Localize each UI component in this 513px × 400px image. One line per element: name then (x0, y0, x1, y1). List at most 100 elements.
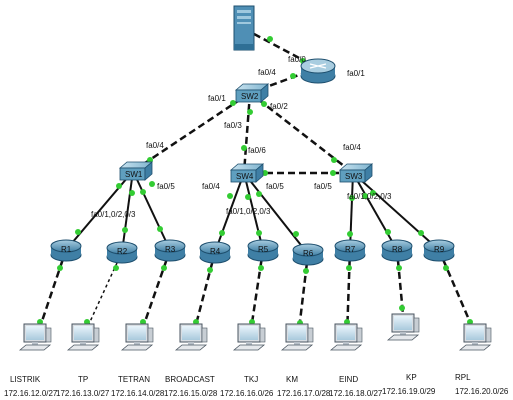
port-status-dot (303, 268, 309, 274)
pcs-layer: LISTRIK172.16.12.0/27TP172.16.13.0/27TET… (4, 313, 509, 398)
router-r6[interactable]: R6 (292, 243, 324, 266)
link-sw1-r2 (121, 170, 134, 253)
port-label: fa0/4 (146, 141, 164, 150)
pc-pc3[interactable]: TETRAN 172.16.14.0/28 (111, 323, 165, 398)
port-status-dot (418, 230, 424, 236)
router-r2[interactable]: R2 (106, 241, 138, 264)
router-label: R8 (392, 245, 403, 254)
link-sw4-r6 (243, 172, 309, 255)
switch-label: SW3 (345, 172, 363, 181)
port-status-dot (261, 101, 267, 107)
server-icon[interactable] (233, 5, 255, 51)
pc-name-label: TP (78, 375, 88, 384)
router-label: R7 (345, 245, 356, 254)
pc-network-label: 172.16.12.0/27 (4, 389, 58, 398)
port-status-dot (247, 109, 253, 115)
router-label: R6 (303, 249, 314, 258)
router-icon[interactable] (300, 58, 336, 84)
port-status-dot (399, 305, 405, 311)
port-status-dot (241, 145, 247, 151)
port-status-dot (293, 231, 299, 237)
port-label: fa0/5 (266, 182, 284, 191)
port-label: fa0/0 (288, 55, 306, 64)
pc-name-label: TETRAN (118, 375, 150, 384)
router-top (50, 239, 82, 253)
port-status-dot (219, 230, 225, 236)
pc-pc7[interactable]: EIND 172.16.18.0/27 (329, 323, 383, 398)
port-status-dot (330, 170, 336, 176)
switch-sw4[interactable]: SW4 (229, 163, 265, 183)
port-status-dot (147, 157, 153, 163)
port-status-dot (331, 157, 337, 163)
port-status-dot (385, 229, 391, 235)
port-label: fa0/1 (347, 69, 365, 78)
router-top (106, 241, 138, 255)
router-r3[interactable]: R3 (154, 239, 186, 262)
port-status-dot (129, 190, 135, 196)
router-top (154, 239, 186, 253)
link-sw4-r4 (214, 172, 245, 253)
switch-sw3[interactable]: SW3 (338, 163, 374, 183)
pc-network-label: 172.16.18.0/27 (329, 389, 383, 398)
link-r8-pc8 (395, 249, 406, 326)
routers-layer: R1 R2 R3 R4 R5 R6 R7 R8 R9 (50, 239, 455, 266)
pc-name-label: KM (286, 375, 298, 384)
pc-icon (386, 313, 420, 341)
port-status-dot (346, 265, 352, 271)
router-top (423, 239, 455, 253)
router-r7[interactable]: R7 (334, 239, 366, 262)
link-r1-pc1 (35, 249, 68, 337)
router-r1[interactable]: R1 (50, 239, 82, 262)
pc-name-label: LISTRIK (10, 375, 41, 384)
port-status-dot (75, 229, 81, 235)
port-status-dot (245, 194, 251, 200)
pc-pc1[interactable]: LISTRIK 172.16.12.0/27 (4, 323, 58, 398)
link-sw3-r7 (349, 172, 354, 251)
port-status-dot (443, 265, 449, 271)
port-status-dot (362, 193, 368, 199)
router-label: R9 (434, 245, 445, 254)
router-r4[interactable]: R4 (199, 241, 231, 264)
router-r9[interactable]: R9 (423, 239, 455, 262)
port-status-dot (140, 189, 146, 195)
router-label: R3 (165, 245, 176, 254)
switch-label: SW2 (241, 92, 259, 101)
router-top (381, 239, 413, 253)
port-status-dot (290, 73, 296, 79)
router-top (199, 241, 231, 255)
switch-sw1[interactable]: SW1 (118, 161, 154, 181)
port-label: fa0/1,0/2,0/3 (226, 207, 271, 216)
port-status-dot (396, 265, 402, 271)
port-label: fa0/4 (343, 143, 361, 152)
port-status-dot (370, 190, 376, 196)
link-sw2-sw1 (132, 91, 251, 173)
pc-name-label: EIND (339, 375, 358, 384)
switch-sw2[interactable]: SW2 (234, 83, 270, 103)
port-label: fa0/5 (314, 182, 332, 191)
port-label: fa0/1 (208, 94, 226, 103)
port-status-dot (207, 267, 213, 273)
router-r5[interactable]: R5 (247, 239, 279, 262)
port-status-dot (57, 265, 63, 271)
switch-label: SW1 (125, 170, 143, 179)
port-status-dot (256, 230, 262, 236)
pc-network-label: 172.16.14.0/28 (111, 389, 165, 398)
port-label: fa0/2 (270, 102, 288, 111)
port-status-dot (116, 183, 122, 189)
router-r8[interactable]: R8 (381, 239, 413, 262)
pc-icon (66, 323, 100, 351)
router-top (292, 243, 324, 257)
port-status-dot (349, 195, 355, 201)
port-labels: fa0/0 fa0/1 fa0/4 fa0/1 fa0/2 fa0/3 fa0/… (91, 55, 392, 219)
port-status-dot (347, 231, 353, 237)
router-label: R2 (117, 247, 128, 256)
links-layer (35, 32, 478, 339)
port-label: fa0/6 (248, 146, 266, 155)
port-status-dot (262, 170, 268, 176)
